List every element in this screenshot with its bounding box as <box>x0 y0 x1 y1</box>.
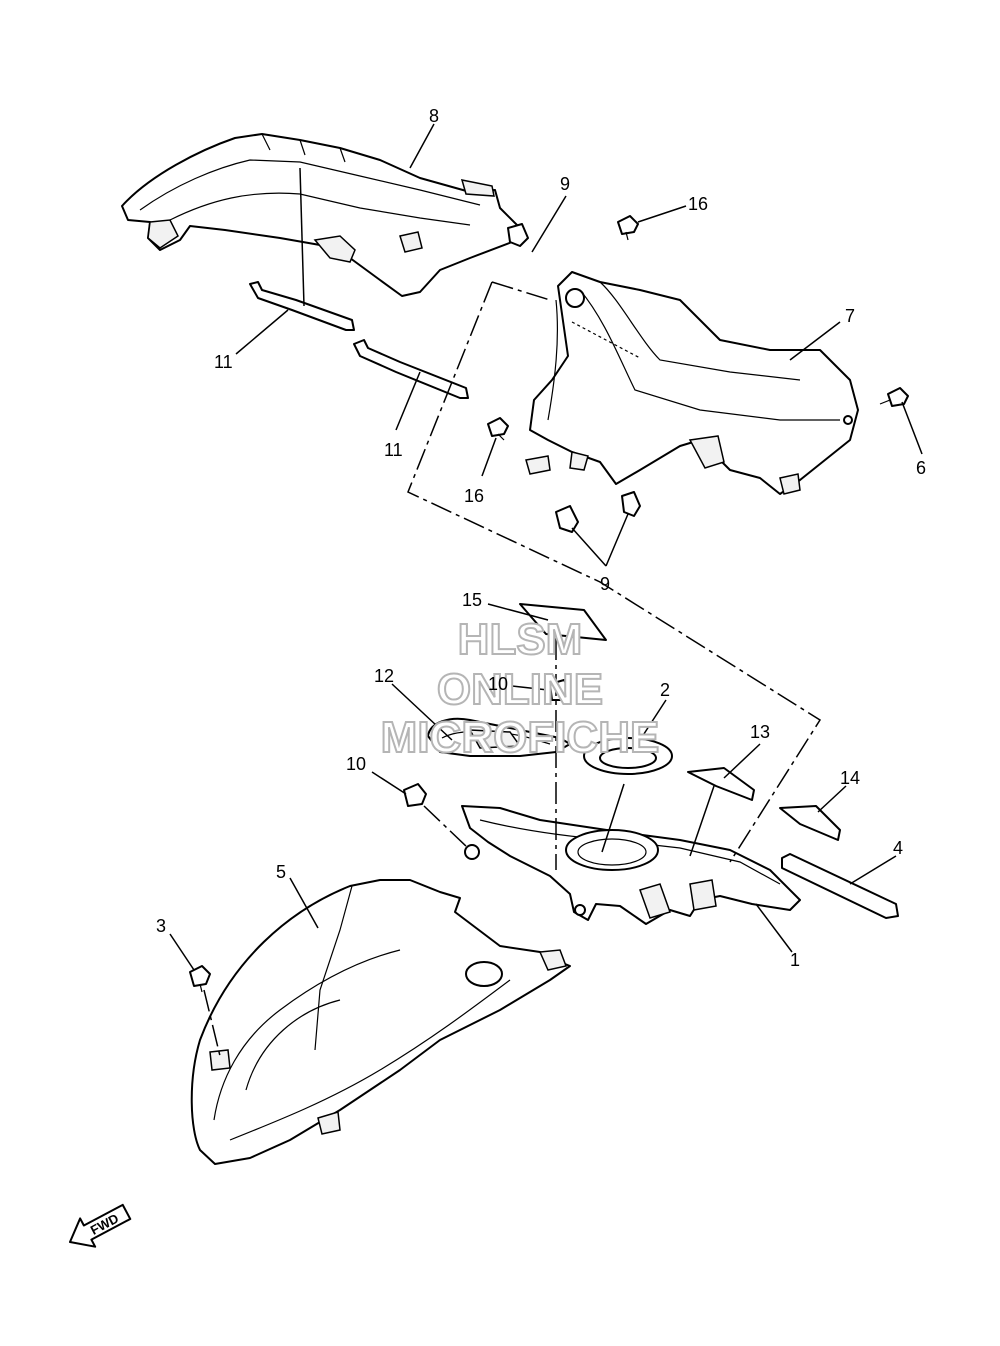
part-1-bracket <box>461 805 801 925</box>
callout-12: 12 <box>374 666 394 686</box>
callout-4: 4 <box>893 838 903 858</box>
assembly-line-bolt-3 <box>203 989 221 1057</box>
part-9-clip-lower-left <box>555 505 579 533</box>
callout-5: 5 <box>276 862 286 882</box>
part-15-label <box>519 603 607 641</box>
part-9-clip-lower-right <box>621 491 641 517</box>
callout-7: 7 <box>845 306 855 326</box>
assembly-line-main <box>407 281 822 863</box>
part-4-strip <box>781 853 899 919</box>
part-10-bolt-center <box>549 679 571 701</box>
callout-9-upper: 9 <box>560 174 570 194</box>
callout-6: 6 <box>916 458 926 478</box>
assembly-line-bolt-10-left <box>423 805 469 849</box>
part-6-bolt <box>879 387 909 407</box>
fwd-arrow: FWD <box>68 1203 132 1248</box>
part-3-bolt <box>189 965 211 993</box>
callout-11-left: 11 <box>214 352 233 372</box>
part-16-bolt-lower <box>487 417 509 441</box>
guide-line-8-to-11 <box>299 167 305 307</box>
part-12-plate <box>427 717 571 757</box>
callout-labels: 8 9 16 7 11 11 6 16 9 15 12 10 2 13 10 1… <box>156 106 926 970</box>
callout-11-right: 11 <box>384 440 403 460</box>
watermark-line-1: HLSM <box>458 615 583 664</box>
watermark-line-3: MICROFICHE <box>381 713 660 762</box>
part-9-clip-upper <box>507 223 529 247</box>
callout-10-left: 10 <box>346 754 366 774</box>
part-7-panel <box>525 271 859 495</box>
watermark-line-2: ONLINE <box>437 665 603 714</box>
callout-15: 15 <box>462 590 482 610</box>
part-13-pad <box>687 767 755 801</box>
part-5-front-cowl <box>190 879 571 1165</box>
part-16-bolt-upper <box>617 215 639 241</box>
part-11-strip-lower <box>353 339 469 399</box>
leader-lines <box>169 123 923 971</box>
part-8-side-cover <box>121 133 521 297</box>
part-10-bolt-left <box>403 783 427 807</box>
part-11-strip-upper <box>249 281 355 331</box>
callout-10-center: 10 <box>488 674 508 694</box>
callout-2: 2 <box>660 680 670 700</box>
callout-8: 8 <box>429 106 439 126</box>
assembly-line-top <box>491 281 551 301</box>
fwd-arrow-icon <box>68 1203 132 1248</box>
callout-16-upper: 16 <box>688 194 708 214</box>
callout-16-lower: 16 <box>464 486 484 506</box>
part-14-pad <box>779 805 841 841</box>
callout-3: 3 <box>156 916 166 936</box>
part-2-ring <box>583 737 673 775</box>
callout-9-lower: 9 <box>600 574 610 594</box>
callout-1: 1 <box>790 950 800 970</box>
callout-14: 14 <box>840 768 860 788</box>
watermark: HLSM ONLINE MICROFICHE <box>380 614 661 763</box>
callout-13: 13 <box>750 722 770 742</box>
